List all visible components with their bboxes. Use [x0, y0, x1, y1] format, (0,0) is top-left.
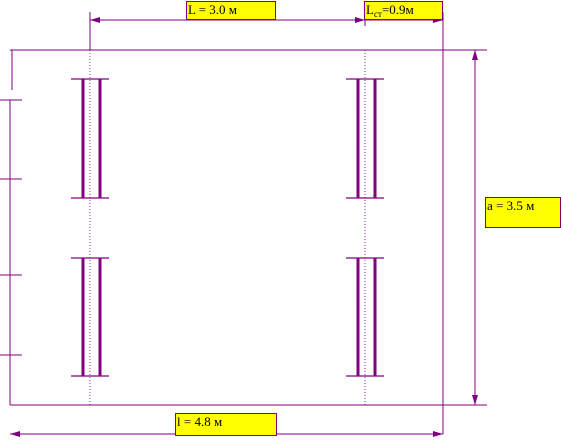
length-arrow-right: [433, 431, 443, 437]
post-4: [346, 257, 384, 377]
span-arrow-right-a: [355, 17, 365, 23]
length-arrow-left: [10, 431, 20, 437]
post-1: [71, 78, 109, 199]
height-label: a = 3.5 м: [485, 197, 561, 228]
post-2: [346, 78, 384, 199]
height-arrow-bottom: [472, 395, 478, 405]
overhang-length-label: Lст=0.9м: [364, 1, 443, 20]
span-arrow-left: [90, 17, 100, 23]
span-length-label: L = 3.0 м: [186, 1, 276, 20]
post-3: [71, 257, 109, 377]
height-arrow-top: [472, 50, 478, 60]
length-label: l = 4.8 м: [175, 413, 277, 436]
